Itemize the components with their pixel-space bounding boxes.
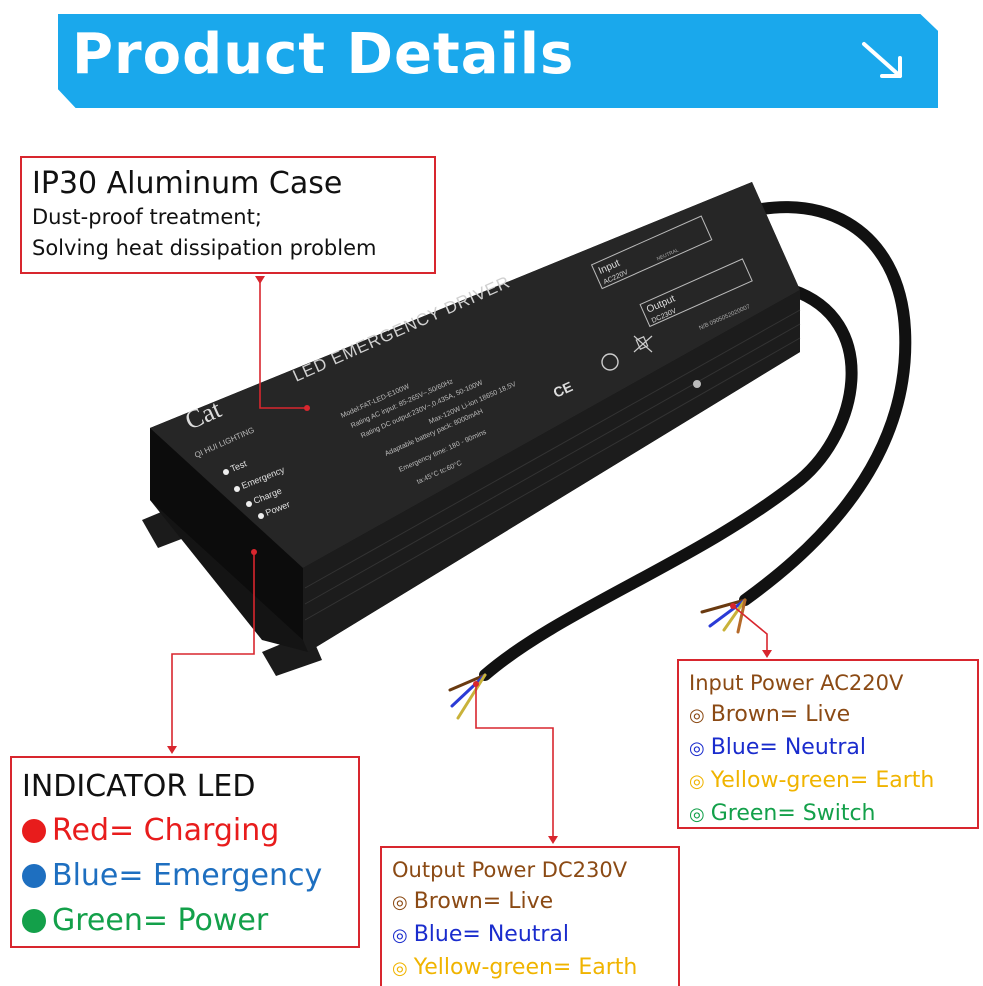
arrow-down-right-icon — [862, 42, 902, 78]
output-power-title: Output Power DC230V — [392, 858, 628, 882]
input-row-yellow-green: ◎Yellow-green= Earth — [689, 765, 967, 798]
page-title: Product Details — [72, 22, 575, 87]
output-row-brown: ◎Brown= Live — [392, 886, 668, 919]
cert-mark-icon — [601, 353, 619, 371]
indicator-text: Blue= Emergency — [52, 858, 323, 893]
input-row-brown: ◎Brown= Live — [689, 699, 967, 732]
indicator-led-callout: INDICATOR LED Red= Charging Blue= Emerge… — [10, 756, 360, 948]
red-dot-icon — [22, 818, 46, 843]
green-dot-icon — [22, 908, 46, 933]
case-callout: IP30 Aluminum Case Dust-proof treatment;… — [20, 156, 436, 274]
ring-icon: ◎ — [689, 771, 705, 792]
indicator-text: Green= Power — [52, 903, 269, 938]
case-line: Dust-proof treatment; — [32, 205, 262, 229]
indicator-text: Red= Charging — [52, 813, 280, 848]
ce-mark: CE — [551, 378, 575, 401]
blue-dot-icon — [22, 863, 46, 888]
indicator-row-green: Green= Power — [22, 898, 348, 943]
input-item-text: Green= Switch — [710, 801, 876, 826]
input-row-blue: ◎Blue= Neutral — [689, 732, 967, 765]
input-power-title: Input Power AC220V — [689, 671, 904, 695]
output-row-yellow-green: ◎Yellow-green= Earth — [392, 952, 668, 985]
indicator-row-red: Red= Charging — [22, 808, 348, 853]
input-item-text: Brown= Live — [710, 702, 851, 727]
output-item-text: Brown= Live — [413, 889, 554, 914]
header-banner — [58, 14, 938, 108]
case-line: Solving heat dissipation problem — [32, 236, 377, 260]
ring-icon: ◎ — [689, 738, 705, 759]
weee-bin-icon — [633, 335, 653, 353]
input-item-text: Yellow-green= Earth — [710, 768, 935, 793]
case-title: IP30 Aluminum Case — [32, 166, 343, 201]
input-power-callout: Input Power AC220V ◎Brown= Live ◎Blue= N… — [677, 659, 979, 829]
indicator-led-title: INDICATOR LED — [22, 769, 256, 804]
ring-icon: ◎ — [392, 925, 408, 946]
input-item-text: Blue= Neutral — [710, 735, 867, 760]
indicator-row-blue: Blue= Emergency — [22, 853, 348, 898]
output-item-text: Blue= Neutral — [413, 922, 570, 947]
ring-icon: ◎ — [392, 892, 408, 913]
ring-icon: ◎ — [392, 958, 408, 979]
ring-icon: ◎ — [689, 804, 705, 825]
output-power-callout: Output Power DC230V ◎Brown= Live ◎Blue= … — [380, 846, 680, 986]
output-row-blue: ◎Blue= Neutral — [392, 919, 668, 952]
input-row-green: ◎Green= Switch — [689, 798, 967, 831]
ring-icon: ◎ — [689, 705, 705, 726]
output-item-text: Yellow-green= Earth — [413, 955, 638, 980]
